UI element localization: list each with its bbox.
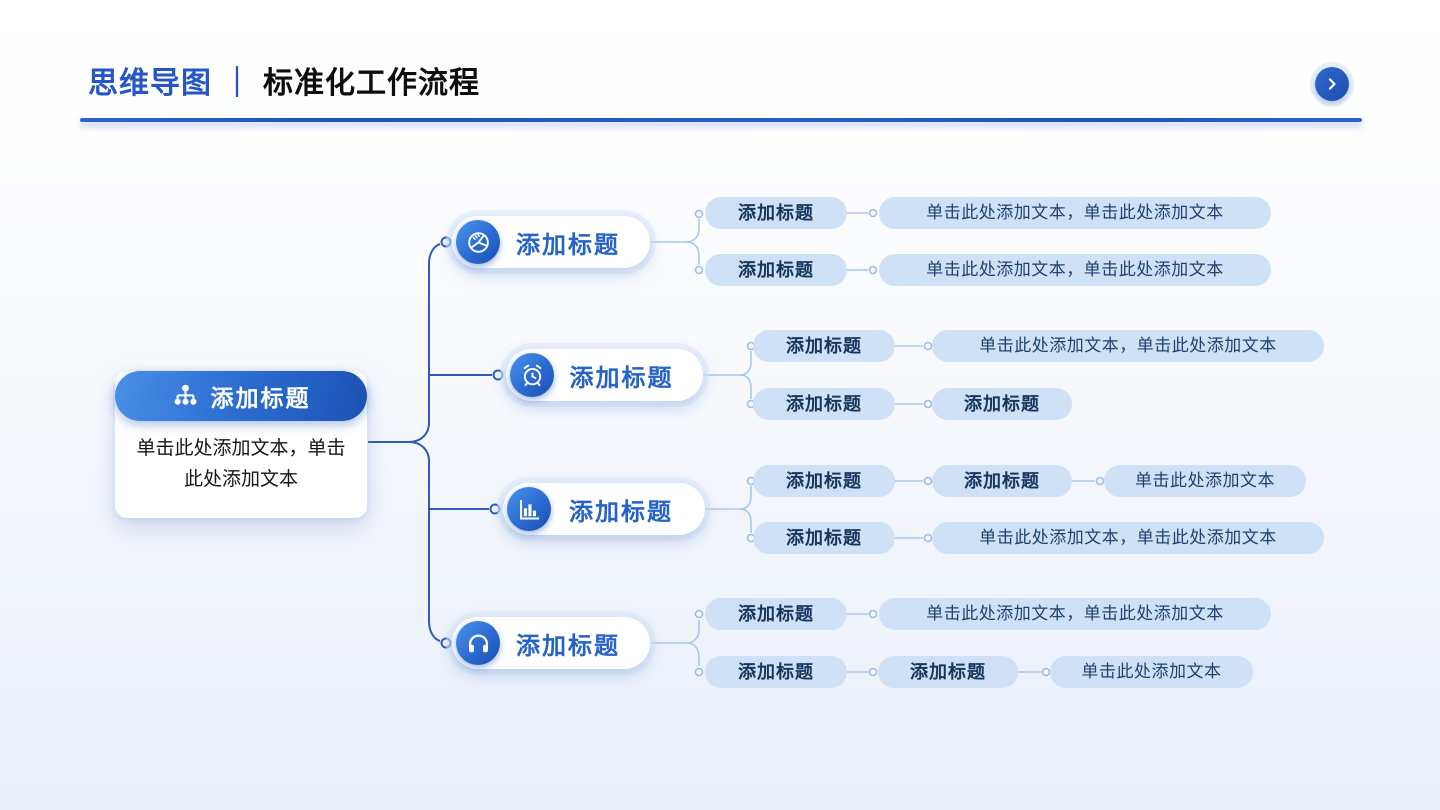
sub-title-pill[interactable]: 添加标题 [705, 254, 847, 286]
sub-text-pill[interactable]: 单击此处添加文本，单击此处添加文本 [879, 254, 1271, 286]
branch-title: 添加标题 [516, 632, 620, 660]
sub-title-pill[interactable]: 添加标题 [932, 388, 1072, 420]
title-separator: ｜ [222, 67, 253, 100]
branch-node-2[interactable]: 添加标题 [506, 349, 703, 401]
root-node: 添加标题 单击此处添加文本，单击此处添加文本 [115, 371, 367, 518]
branch-node-1[interactable]: 添加标题 [452, 216, 650, 268]
headphones-icon [456, 621, 500, 665]
sitemap-icon [172, 383, 199, 410]
branch-node-4[interactable]: 添加标题 [452, 617, 650, 669]
branch-node-3[interactable]: 添加标题 [503, 483, 705, 535]
sub-text-pill[interactable]: 单击此处添加文本，单击此处添加文本 [879, 197, 1271, 229]
next-button[interactable] [1315, 67, 1349, 101]
sub-title-pill[interactable]: 添加标题 [705, 656, 847, 688]
root-title: 添加标题 [210, 385, 311, 411]
bar-chart-icon [507, 487, 551, 531]
title-underline [80, 118, 1362, 122]
root-description[interactable]: 单击此处添加文本，单击此处添加文本 [136, 438, 346, 491]
sub-title-pill[interactable]: 添加标题 [878, 656, 1018, 688]
pie-chart-icon [456, 220, 500, 264]
branch-title: 添加标题 [516, 231, 620, 259]
alarm-clock-icon [510, 353, 554, 397]
sub-title-pill[interactable]: 添加标题 [932, 465, 1072, 497]
sub-title-pill[interactable]: 添加标题 [705, 197, 847, 229]
page-title-main: 标准化工作流程 [263, 67, 480, 100]
page-title-accent: 思维导图 [88, 67, 212, 100]
sub-title-pill[interactable]: 添加标题 [753, 388, 895, 420]
sub-title-pill[interactable]: 添加标题 [753, 522, 895, 554]
sub-title-pill[interactable]: 添加标题 [753, 465, 895, 497]
sub-text-pill[interactable]: 单击此处添加文本 [1104, 465, 1306, 497]
sub-text-pill[interactable]: 单击此处添加文本 [1050, 656, 1253, 688]
root-title-pill[interactable]: 添加标题 [115, 371, 367, 421]
sub-title-pill[interactable]: 添加标题 [753, 330, 895, 362]
sub-title-pill[interactable]: 添加标题 [705, 598, 847, 630]
page-title: 思维导图 ｜ 标准化工作流程 [88, 64, 480, 104]
branch-title: 添加标题 [569, 498, 673, 526]
sub-text-pill[interactable]: 单击此处添加文本，单击此处添加文本 [932, 330, 1324, 362]
chevron-right-icon [1322, 74, 1342, 94]
sub-text-pill[interactable]: 单击此处添加文本，单击此处添加文本 [879, 598, 1271, 630]
sub-text-pill[interactable]: 单击此处添加文本，单击此处添加文本 [932, 522, 1324, 554]
branch-title: 添加标题 [569, 364, 674, 392]
